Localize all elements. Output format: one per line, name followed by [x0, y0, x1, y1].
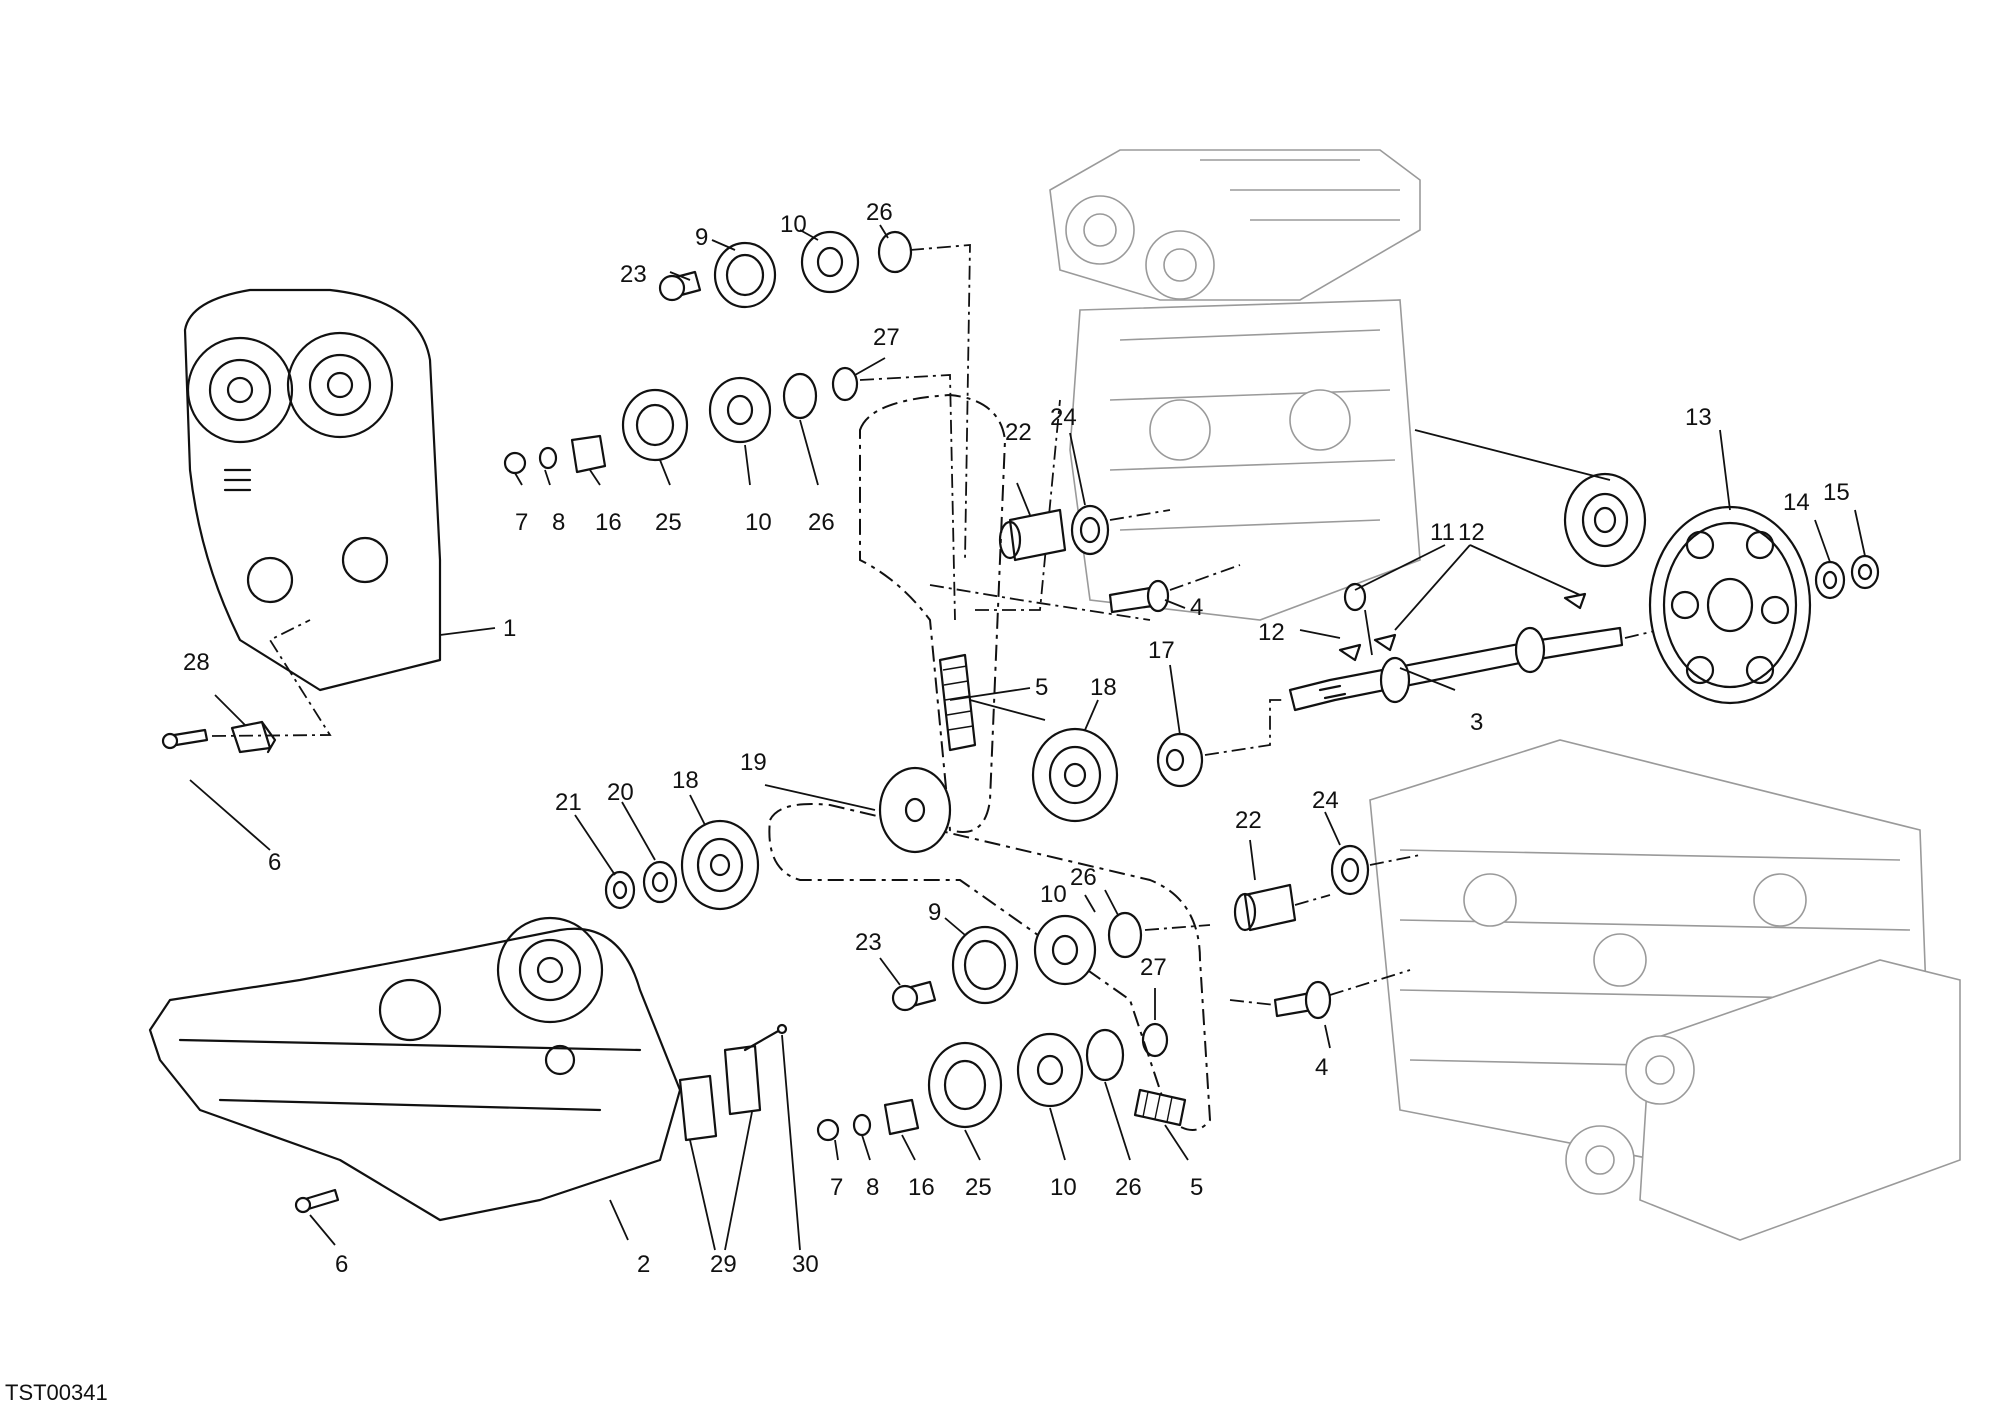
- tensioner-shoe-5-upper: [938, 653, 977, 752]
- callout-4-upper: 4: [1190, 594, 1203, 621]
- screw-6-lower: [294, 1188, 340, 1214]
- upper-idler-row-1: [658, 230, 913, 309]
- nut-21: [604, 870, 636, 910]
- washer-14: [1814, 560, 1846, 600]
- upper-timing-cover: [183, 288, 442, 692]
- stud-22-lower: [1233, 883, 1297, 932]
- rubber-plates-29: [678, 1044, 762, 1142]
- callout-18-lower: 18: [672, 767, 699, 794]
- callout-8-lower: 8: [866, 1174, 879, 1201]
- lower-timing-cover: [148, 916, 682, 1222]
- callout-22-lower: 22: [1235, 807, 1262, 834]
- callout-14: 14: [1783, 489, 1810, 516]
- callout-labels: 1 2 3 4 4 5 5 6 6 7 7 8 8 9 9 10 10 10 1…: [183, 199, 1850, 1278]
- pin-30: [743, 1023, 788, 1052]
- callout-12-upper: 12: [1458, 519, 1485, 546]
- key-11: [1343, 582, 1367, 612]
- callout-19: 19: [740, 749, 767, 776]
- drawing-code: TST00341: [5, 1380, 108, 1405]
- callout-18-upper: 18: [1090, 674, 1117, 701]
- callout-23-lower: 23: [855, 929, 882, 956]
- callout-5-lower: 5: [1190, 1174, 1203, 1201]
- callout-9-lower: 9: [928, 899, 941, 926]
- washer-20: [642, 860, 678, 904]
- callout-9-upper: 9: [695, 224, 708, 251]
- callout-26-upper-a: 26: [866, 199, 893, 226]
- stud-4-upper: [1108, 579, 1170, 614]
- key-12-a: [1338, 643, 1362, 662]
- callout-26-upper-b: 26: [808, 509, 835, 536]
- key-12-b: [1373, 633, 1397, 652]
- leader-lines: [189, 224, 1866, 1251]
- callout-27-upper: 27: [873, 324, 900, 351]
- tensioner-shoe-5-lower: [1133, 1088, 1187, 1127]
- timing-belt-lower: [768, 803, 1212, 1131]
- callout-3: 3: [1470, 709, 1483, 736]
- callout-28: 28: [183, 649, 210, 676]
- callout-10-upper-a: 10: [780, 211, 807, 238]
- callout-7-upper: 7: [515, 509, 528, 536]
- upper-idler-row-2: [503, 366, 859, 475]
- callout-23-upper: 23: [620, 261, 647, 288]
- pulley-18-upper: [1031, 727, 1119, 823]
- stud-22-upper: [998, 504, 1110, 562]
- key-12-c: [1563, 592, 1587, 610]
- callout-13: 13: [1685, 404, 1712, 431]
- callout-30: 30: [792, 1251, 819, 1278]
- screw-6-upper: [161, 728, 209, 750]
- washer-19: [878, 766, 952, 854]
- callout-10-upper-b: 10: [745, 509, 772, 536]
- callout-17: 17: [1148, 637, 1175, 664]
- callout-25-upper: 25: [655, 509, 682, 536]
- callout-16-lower: 16: [908, 1174, 935, 1201]
- callout-24-lower: 24: [1312, 787, 1339, 814]
- callout-26-lower-a: 26: [1070, 864, 1097, 891]
- callout-1: 1: [503, 615, 516, 642]
- timing-belt-upper: [859, 393, 1007, 833]
- stud-4-lower: [1273, 980, 1332, 1020]
- gear-13-small: [1563, 472, 1647, 568]
- nut-15: [1850, 554, 1880, 590]
- callout-8-upper: 8: [552, 509, 565, 536]
- callout-4-lower: 4: [1315, 1054, 1328, 1081]
- callout-2: 2: [637, 1251, 650, 1278]
- callout-16-upper: 16: [595, 509, 622, 536]
- callout-25-lower: 25: [965, 1174, 992, 1201]
- background-cylinder-head-lower: [1369, 739, 1961, 1241]
- callout-15: 15: [1823, 479, 1850, 506]
- callout-5-upper: 5: [1035, 674, 1048, 701]
- callout-20: 20: [607, 779, 634, 806]
- washer-24-lower: [1330, 844, 1370, 896]
- callout-7-lower: 7: [830, 1174, 843, 1201]
- callout-10-lower-b: 10: [1050, 1174, 1077, 1201]
- lower-idler-row-1: [891, 911, 1143, 1012]
- callout-11: 11: [1430, 519, 1455, 546]
- callout-29: 29: [710, 1251, 737, 1278]
- callout-21: 21: [555, 789, 582, 816]
- callout-12-lower: 12: [1258, 619, 1285, 646]
- callout-6-lower: 6: [335, 1251, 348, 1278]
- lower-idler-row-2: [816, 1022, 1169, 1142]
- bracket-28: [230, 720, 277, 754]
- callout-6-upper: 6: [268, 849, 281, 876]
- callout-10-lower-a: 10: [1040, 881, 1067, 908]
- camshaft-3: [1288, 626, 1624, 712]
- background-cylinder-head-upper: [1049, 149, 1421, 621]
- callout-24-upper: 24: [1050, 404, 1077, 431]
- pulley-18-lower: [680, 819, 760, 911]
- callout-22-upper: 22: [1005, 419, 1032, 446]
- callout-26-lower-b: 26: [1115, 1174, 1142, 1201]
- spacer-17: [1156, 732, 1204, 788]
- callout-27-lower: 27: [1140, 954, 1167, 981]
- gear-13-large: [1648, 505, 1812, 705]
